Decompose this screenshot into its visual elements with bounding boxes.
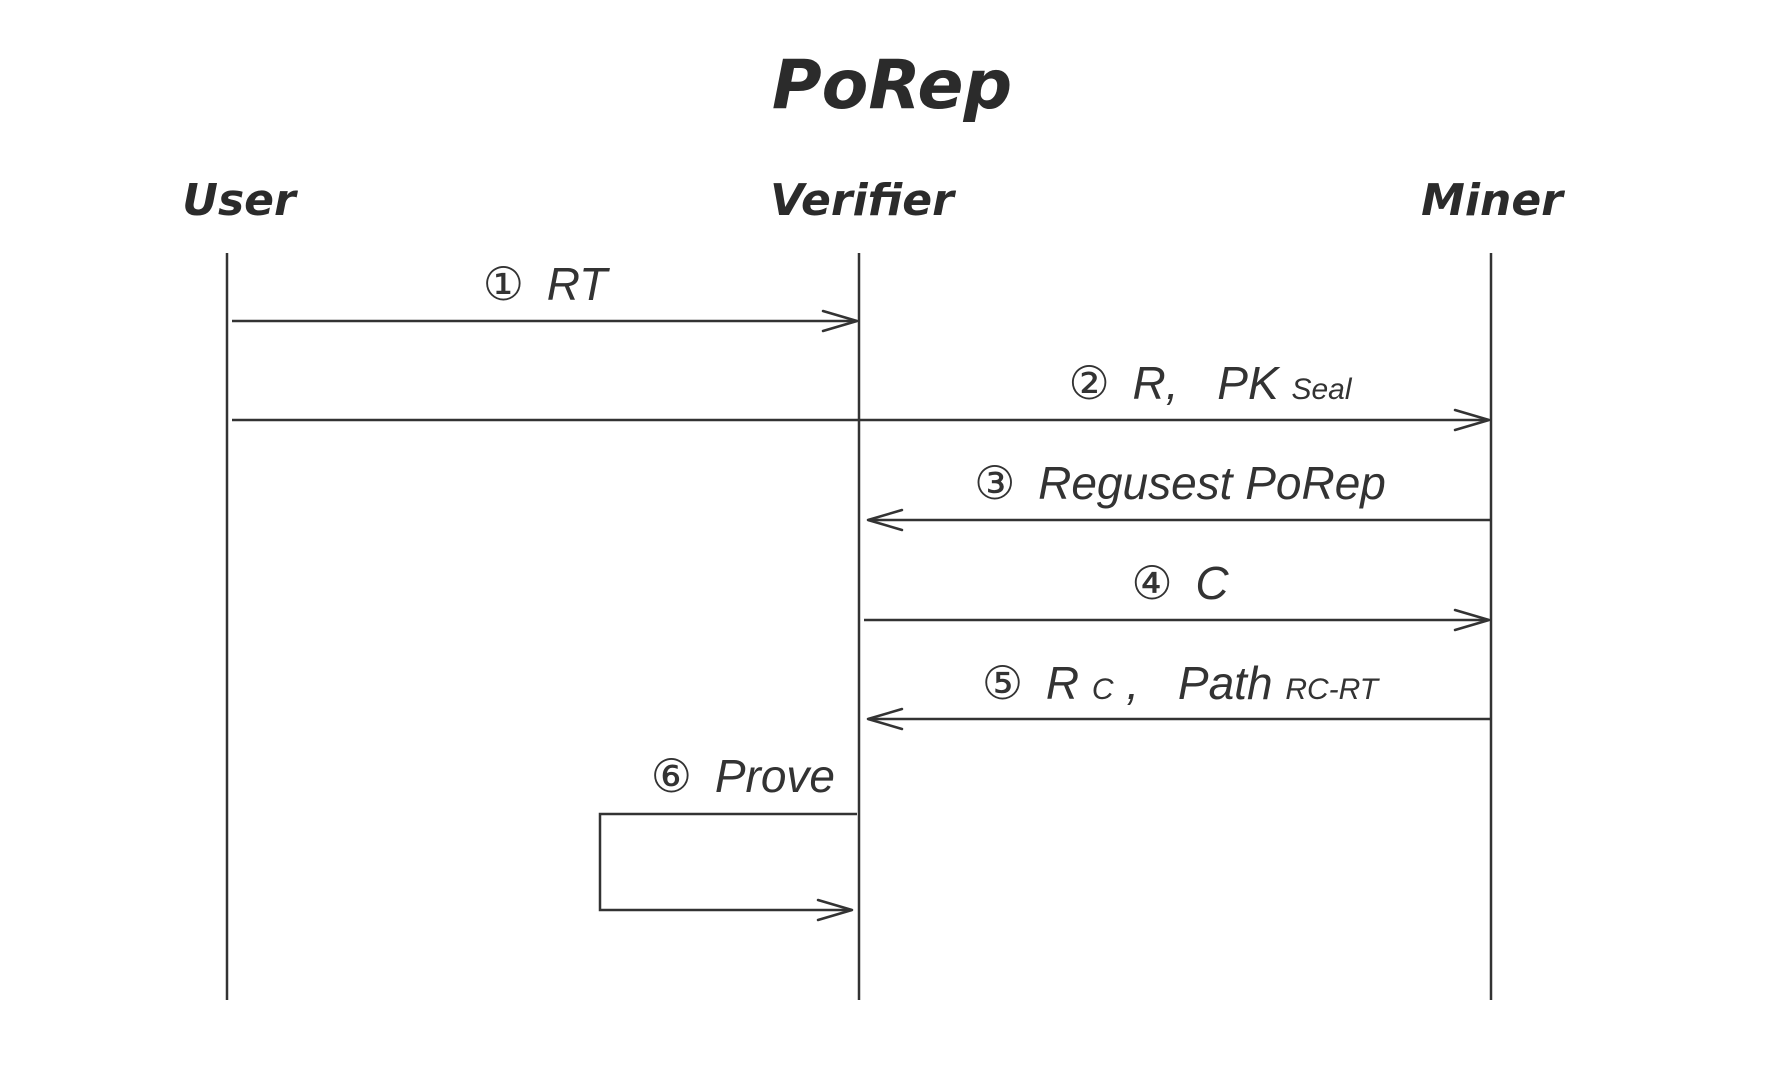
message-2-subscript-seal: Seal <box>1291 373 1352 406</box>
message-5-subscript-rc-rt: RC-RT <box>1285 673 1380 706</box>
message-6-arrowhead <box>816 898 854 922</box>
message-6: ⑥ Prove <box>598 749 857 922</box>
message-3-text: Regusest PoRep <box>1038 457 1386 509</box>
message-4-number: ④ <box>1131 556 1172 610</box>
message-6-self-loop <box>598 812 857 912</box>
message-5-subscript-c: C <box>1092 673 1114 706</box>
message-5-label: ⑤ R C , Path RC-RT <box>982 656 1381 710</box>
message-4: ④ C <box>864 556 1491 632</box>
message-1: ① RT <box>232 257 859 333</box>
message-4-arrowhead <box>1453 608 1491 632</box>
actor-label-user: User <box>182 175 298 226</box>
message-1-arrowhead <box>821 309 859 333</box>
message-6-text: Prove <box>715 750 835 802</box>
message-2-text-r: R, <box>1133 357 1179 409</box>
message-3: ③ Regusest PoRep <box>866 456 1491 532</box>
message-1-number: ① <box>483 257 524 311</box>
message-5-number: ⑤ <box>982 656 1023 710</box>
actor-label-miner: Miner <box>1421 175 1565 226</box>
actor-label-verifier: Verifier <box>770 175 956 226</box>
message-6-number: ⑥ <box>651 749 692 803</box>
message-5-text-path: Path <box>1178 657 1273 709</box>
message-5: ⑤ R C , Path RC-RT <box>866 656 1491 731</box>
message-6-label: ⑥ Prove <box>651 749 835 803</box>
message-2-number: ② <box>1068 356 1109 410</box>
message-2-arrowhead <box>1453 408 1491 432</box>
message-5-text-r: R <box>1046 657 1079 709</box>
message-2-text-pk: PK <box>1217 357 1281 409</box>
message-1-text: RT <box>547 258 610 310</box>
message-5-comma: , <box>1126 657 1139 709</box>
message-4-label: ④ C <box>1131 556 1229 610</box>
message-1-label: ① RT <box>483 257 610 311</box>
message-3-arrowhead <box>866 508 904 532</box>
message-2: ② R, PK Seal <box>232 356 1491 432</box>
message-2-label: ② R, PK Seal <box>1068 356 1352 410</box>
diagram-title: PoRep <box>772 46 1012 125</box>
message-5-arrowhead <box>866 707 904 731</box>
message-4-text: C <box>1195 557 1229 609</box>
message-3-label: ③ Regusest PoRep <box>974 456 1386 510</box>
message-3-number: ③ <box>974 456 1015 510</box>
